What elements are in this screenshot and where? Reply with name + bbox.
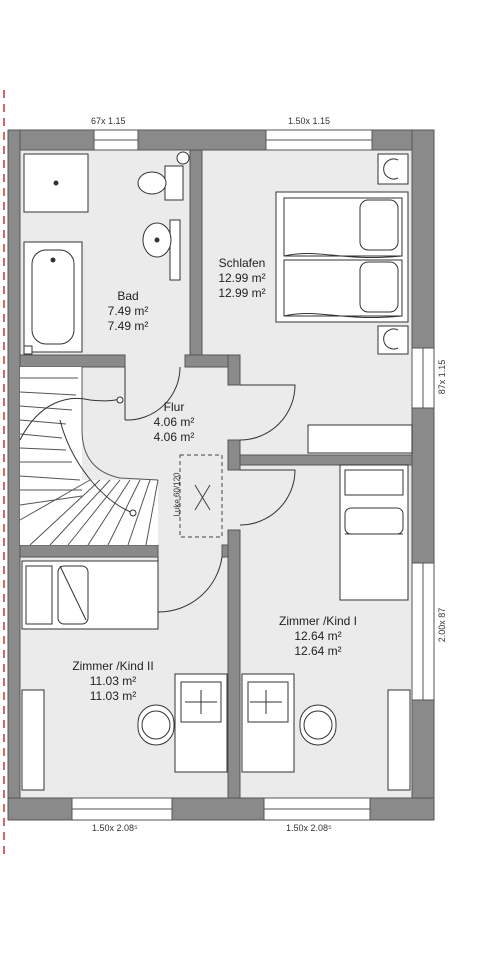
kind2-furniture bbox=[21, 560, 228, 791]
room-schlafen: Schlafen 12.99 m² 12.99 m² bbox=[202, 256, 282, 301]
room-name: Bad bbox=[117, 289, 139, 303]
wardrobe bbox=[307, 424, 413, 454]
room-area: 7.49 m² bbox=[107, 304, 149, 318]
room-name: Schlafen bbox=[218, 256, 266, 270]
door-kind1 bbox=[239, 469, 296, 526]
window-label-right-lower: 2.00x 87 bbox=[437, 607, 447, 643]
room-bad: Bad 7.49 m² 7.49 m² bbox=[96, 289, 160, 334]
hatch-label: Luke 60/120 bbox=[172, 472, 182, 517]
room-name: Zimmer /Kind I bbox=[278, 614, 357, 628]
door-schlafen bbox=[239, 384, 296, 441]
window-label-top-left: 67x 1.15 bbox=[91, 116, 126, 126]
outer-walls bbox=[7, 129, 435, 821]
room-flur: Flur 4.06 m² 4.06 m² bbox=[136, 400, 212, 445]
room-name: Zimmer /Kind II bbox=[72, 659, 154, 673]
room-area: 12.99 m² bbox=[218, 286, 266, 300]
kind1-furniture bbox=[241, 464, 409, 773]
bathroom-fixtures bbox=[23, 151, 190, 355]
toilet bbox=[137, 171, 167, 195]
room-area: 4.06 m² bbox=[153, 430, 195, 444]
window-label-bottom-left: 1.50x 2.08⁵ bbox=[92, 823, 138, 833]
room-area: 11.03 m² bbox=[89, 689, 137, 703]
attic-hatch bbox=[179, 454, 223, 538]
bedroom-furniture bbox=[275, 153, 413, 454]
door-bad bbox=[124, 366, 181, 421]
room-area: 12.64 m² bbox=[294, 629, 342, 643]
room-area: 7.49 m² bbox=[107, 319, 149, 333]
room-kind2: Zimmer /Kind II 11.03 m² 11.03 m² bbox=[50, 659, 176, 704]
room-kind1: Zimmer /Kind I 12.64 m² 12.64 m² bbox=[258, 614, 378, 659]
window-label-right-upper: 87x 1.15 bbox=[437, 359, 447, 395]
window-label-bottom-right: 1.50x 2.08⁵ bbox=[286, 823, 332, 833]
room-name: Flur bbox=[163, 400, 185, 414]
room-area: 12.64 m² bbox=[294, 644, 342, 658]
staircase bbox=[19, 367, 159, 546]
room-area: 4.06 m² bbox=[153, 415, 195, 429]
window-label-top-right: 1.50x 1.15 bbox=[288, 116, 331, 126]
windows bbox=[71, 129, 435, 821]
room-area: 11.03 m² bbox=[89, 674, 137, 688]
toilet-cistern bbox=[164, 165, 184, 201]
washbasin-counter bbox=[169, 219, 181, 281]
room-area: 12.99 m² bbox=[218, 271, 266, 285]
interior-walls bbox=[19, 149, 413, 799]
nightstand-bottom bbox=[377, 325, 409, 355]
shelf-kind2 bbox=[21, 689, 45, 791]
cabinet-kind1 bbox=[387, 689, 411, 791]
